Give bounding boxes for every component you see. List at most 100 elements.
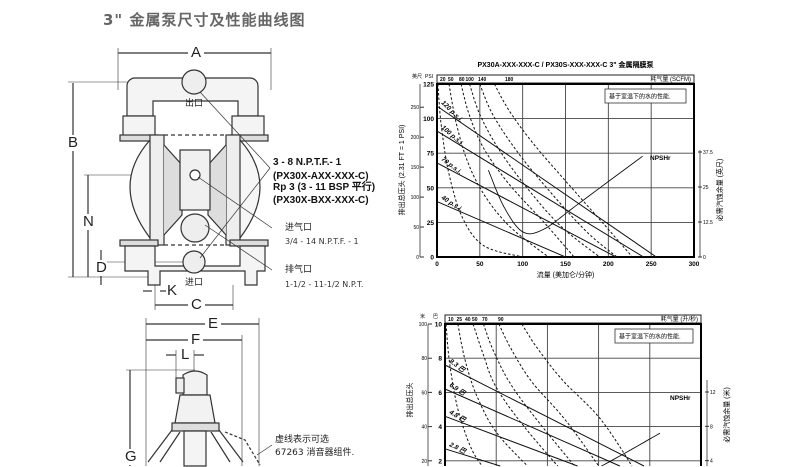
page-title: 3" 金属泵尺寸及性能曲线图 <box>103 11 306 29</box>
x-tick: 100 <box>517 261 528 268</box>
note-box <box>604 88 687 104</box>
air-inlet-label: 进气口 <box>285 223 313 233</box>
air-tick: 10 <box>448 317 454 323</box>
dim-n-label: N <box>83 213 94 230</box>
npsh-curve <box>487 155 643 235</box>
x-tick: 50 <box>476 261 484 268</box>
y-tick: 4 <box>438 424 442 431</box>
air-tick: 100 <box>466 77 475 83</box>
outlet-label: 出口 <box>185 99 204 109</box>
y-tick: 75 <box>427 151 435 158</box>
outer-y-tick: 40 <box>421 425 427 431</box>
plot-frame <box>444 323 702 466</box>
outer-y-tick: 0 <box>416 255 419 261</box>
right-y-tick: 0 <box>703 255 706 261</box>
outer-y-tick: 50 <box>413 225 419 231</box>
right-y-tick: 12.5 <box>703 220 713 226</box>
muffler-note-2: 67263 消音器组件. <box>275 448 355 458</box>
muffler-note-1: 虚线表示可选 <box>275 435 330 445</box>
air-tick: 180 <box>505 77 514 83</box>
outer-y-tick: 100 <box>411 195 420 201</box>
x-tick: 150 <box>560 261 571 268</box>
note-text: 基于室温下的水的性能. <box>609 93 671 101</box>
air-tick: 50 <box>448 77 454 83</box>
air-curve-100 <box>469 83 601 258</box>
y-tick: 2 <box>438 458 442 465</box>
air-axis-label: 耗气量 (升/秒) <box>661 315 698 323</box>
y-tick: 8 <box>438 356 442 363</box>
pressure-line <box>436 130 644 258</box>
air-axis-label: 耗气量 (SCFM) <box>650 75 691 83</box>
air-tick: 90 <box>498 317 504 323</box>
y-tick: 6 <box>438 390 442 397</box>
pressure-line <box>436 201 566 258</box>
x-tick: 0 <box>435 261 439 268</box>
air-tick: 50 <box>472 317 478 323</box>
plot-content <box>436 83 657 258</box>
y-tick: 100 <box>423 116 434 123</box>
x-tick: 250 <box>646 261 657 268</box>
right-y-tick: 8 <box>710 424 713 430</box>
outer-y-unit: 米 <box>420 313 425 320</box>
air-tick: 25 <box>457 317 463 323</box>
right-y-tick: 4 <box>710 459 713 465</box>
outer-y-tick: 20 <box>421 459 427 465</box>
right-y-tick: 37.5 <box>703 150 713 156</box>
port-spec-4: (PX30X-BXX-XXX-C) <box>273 195 369 206</box>
outer-y-tick: 100 <box>419 322 428 328</box>
dim-d-label: D <box>96 259 107 276</box>
pressure-line <box>444 364 645 467</box>
exhaust-spec: 1-1/2 - 11-1/2 N.P.T. <box>285 280 364 289</box>
air-tick: 80 <box>459 77 465 83</box>
y-tick: 125 <box>423 82 434 89</box>
outer-y-tick: 250 <box>411 105 420 111</box>
air-curve-140 <box>479 83 618 258</box>
air-inlet-spec: 3/4 - 14 N.P.T.F. - 1 <box>285 237 359 246</box>
inner-y-unit: 巴 <box>433 314 438 320</box>
x-tick: 300 <box>689 261 700 268</box>
outer-y-unit: 英尺 <box>412 73 422 80</box>
outer-y-tick: 80 <box>421 356 427 362</box>
y-axis-label: 排出总压头 <box>405 383 414 418</box>
right-y-tick: 25 <box>703 185 709 191</box>
y-tick: 0 <box>430 255 434 262</box>
pressure-label: 2.8 巴 <box>447 440 468 456</box>
plot-content <box>444 323 661 467</box>
dim-c-label: C <box>188 297 205 313</box>
npsh-curve <box>601 432 661 467</box>
air-curve-40 <box>472 323 559 467</box>
outer-y-tick: 150 <box>411 165 420 171</box>
air-tick: 140 <box>478 77 487 83</box>
x-tick: 200 <box>603 261 614 268</box>
air-curve-20 <box>437 83 523 258</box>
pressure-line <box>444 415 578 467</box>
chart-0: PX30A-XXX-XXX-C / PX30S-XXX-XXX-C 3" 金属隔… <box>397 60 724 279</box>
air-tick: 70 <box>482 317 488 323</box>
x-axis-label: 流量 (美加仑/分钟) <box>537 270 595 279</box>
dim-a-label: A <box>188 45 205 61</box>
inner-y-unit: PSI <box>425 74 433 80</box>
air-tick: 20 <box>440 77 446 83</box>
y-tick: 25 <box>427 220 435 227</box>
pressure-label: 6.9 巴 <box>448 381 468 398</box>
npsh-label: NPSHr <box>670 395 691 402</box>
npsh-label: NPSHr <box>650 155 671 162</box>
pressure-line <box>436 105 657 258</box>
y-axis-label: 排出总压头 (2.31 FT = 1 PSI) <box>397 125 406 216</box>
dim-f-label: F <box>188 332 204 348</box>
dim-e-label: E <box>205 316 222 332</box>
port-spec-3: Rp 3 (3 - 11 BSP 平行) <box>273 182 376 193</box>
y2-axis-label: 必需汽蚀余量 (米) <box>722 387 731 443</box>
air-curve-10 <box>445 323 483 467</box>
air-curve-50 <box>482 323 575 467</box>
air-curve-180 <box>493 83 633 258</box>
port-spec-2: (PX30X-AXX-XXX-C) <box>273 171 369 182</box>
dim-b-label: B <box>68 134 79 151</box>
pressure-line <box>444 448 501 467</box>
note-box <box>614 328 694 344</box>
y2-axis-label: 必需汽蚀余量 (英尺) <box>715 159 724 222</box>
air-curve-70 <box>498 323 600 467</box>
pressure-line <box>444 388 621 467</box>
